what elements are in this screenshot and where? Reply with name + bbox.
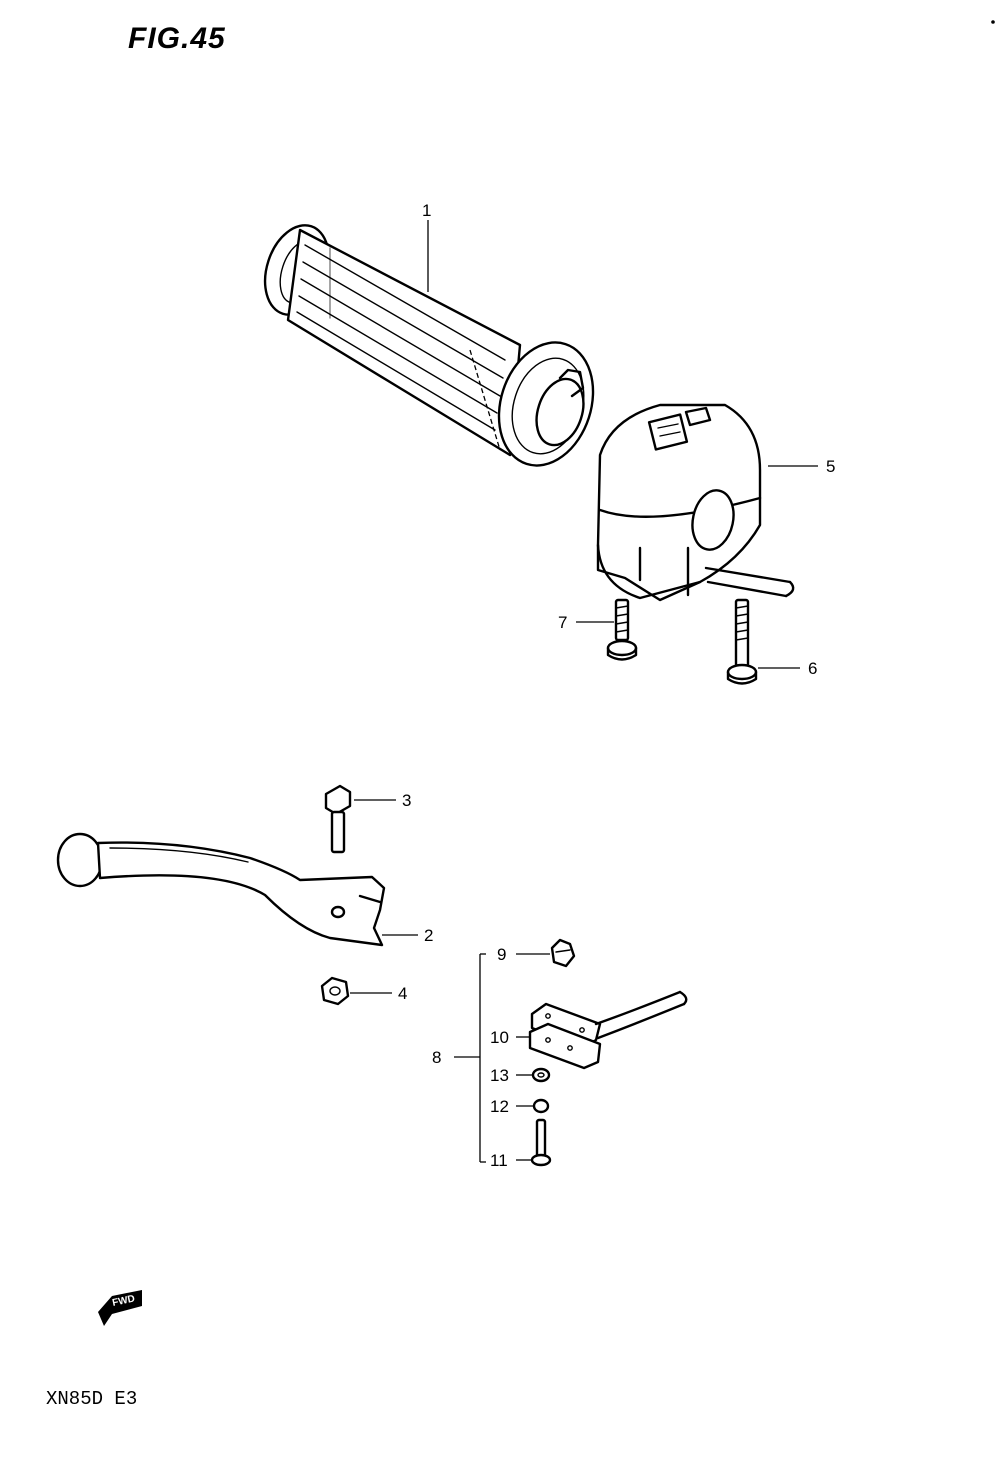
callout-2: 2 [424,926,433,945]
callout-1: 1 [422,201,431,220]
part-2-clutch-lever [56,832,386,947]
part-7-screw [606,598,638,661]
model-code: XN85D E3 [46,1388,138,1410]
part-11-screw [530,1118,552,1167]
callout-3: 3 [402,791,411,810]
callout-7: 7 [558,613,567,632]
callout-9: 9 [497,945,506,964]
part-9-clip [550,938,576,968]
part-6-screw-long [726,598,758,685]
part-1-handlebar-grip [263,224,595,467]
callout-13: 13 [490,1066,509,1085]
callout-8: 8 [432,1048,441,1067]
callout-4: 4 [398,984,407,1003]
callout-labels: 1 2 3 4 5 6 7 8 9 10 11 12 13 [398,201,835,1170]
fwd-label: FWD [111,1293,136,1308]
part-12-nut [532,1098,550,1114]
callout-6: 6 [808,659,817,678]
callout-10: 10 [490,1028,509,1047]
callout-11: 11 [490,1151,508,1170]
part-4-nut [320,976,350,1006]
part-13-washer [531,1067,551,1083]
leader-lines [350,220,818,1163]
callout-5: 5 [826,457,835,476]
callout-12: 12 [490,1097,509,1116]
fwd-arrow-icon: FWD [98,1290,142,1326]
part-3-pivot-bolt [324,784,352,854]
part-10-switch-plate [528,990,688,1070]
figure-title: FIG.45 [128,22,226,55]
part-5-switch-housing [596,403,795,602]
